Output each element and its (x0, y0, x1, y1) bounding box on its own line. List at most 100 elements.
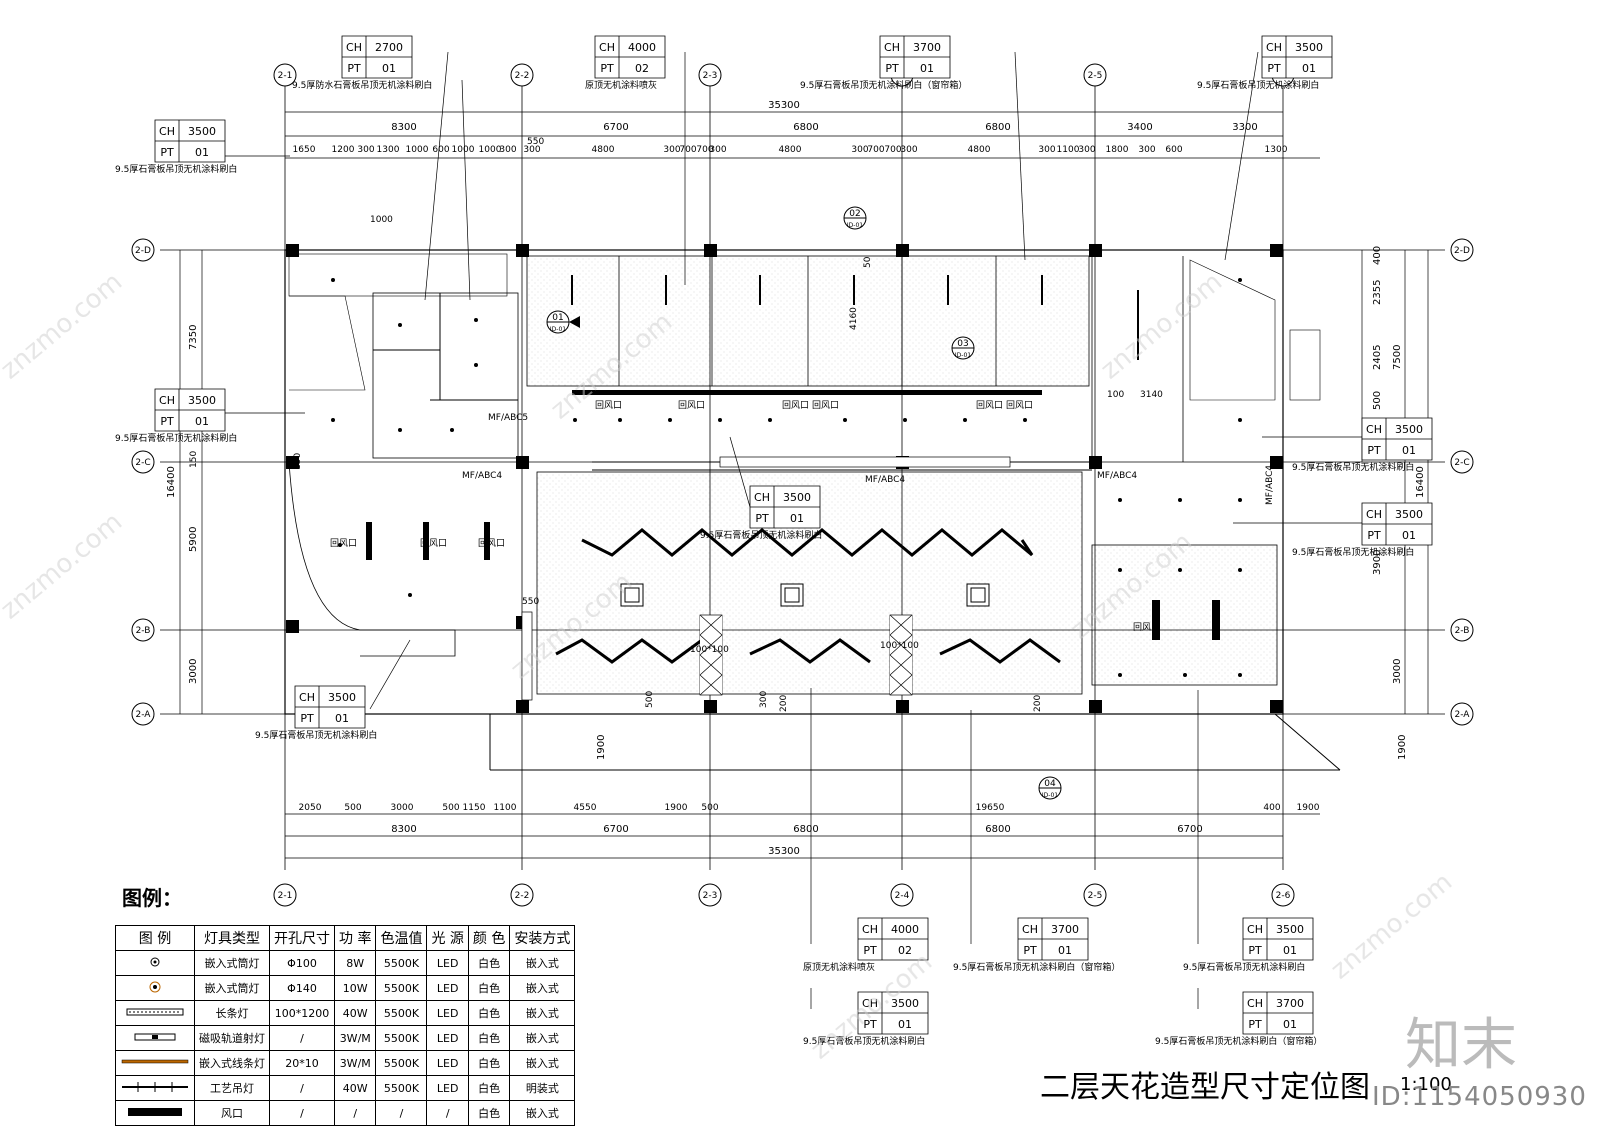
vent-label: 回风口 (1006, 400, 1033, 411)
legend-header-cell: 光 源 (426, 925, 469, 951)
tag-pt-value: 01 (1402, 444, 1416, 457)
legend-cell-temp: 5500K (375, 1075, 428, 1101)
axis-label: 2-6 (1276, 891, 1291, 901)
tag-pt-label: PT (1267, 62, 1281, 75)
dim-detail: 1300 (1265, 145, 1288, 155)
legend-symbol-icon (115, 1050, 195, 1076)
axis-bubbles-bottom: 2-1 2-2 2-3 2-4 2-5 2-6 (273, 883, 1295, 907)
tag-ch-value: 3500 (328, 691, 356, 704)
tag-note: 原顶无机涂料喷灰 (803, 961, 875, 973)
axis-label: 2-D (135, 246, 151, 256)
legend-cell-mount: 嵌入式 (509, 975, 576, 1001)
tag-note: 9.5厚石膏板吊顶无机涂料刷白 (803, 1035, 925, 1047)
legend-header-cell: 开孔尺寸 (269, 925, 335, 951)
axis-label: 2-B (136, 626, 151, 636)
drawing-scale: 1:100 (1400, 1074, 1452, 1095)
axis-label: 2-A (136, 710, 152, 720)
tag-note: 9.5厚石膏板吊顶无机涂料刷白 (700, 529, 822, 541)
tag-pt-value: 01 (382, 62, 396, 75)
section-ref: ID-01 (955, 352, 971, 359)
tag-pt-value: 01 (920, 62, 934, 75)
dim-detail: 1100 (1057, 145, 1080, 155)
dim-side: 500 (1372, 391, 1383, 410)
tag-ch-label: CH (159, 394, 175, 407)
fixtures (331, 275, 1242, 677)
tag-ch-label: CH (862, 997, 878, 1010)
vent-label: 回风口 (330, 538, 357, 549)
tag-ch-value: 3500 (1295, 41, 1323, 54)
mf-label: MF/ABC4 (1097, 471, 1137, 481)
vent-label: 回风口 (976, 400, 1003, 411)
dim-detail: 1200 (332, 145, 355, 155)
tag-ch-value: 3500 (891, 997, 919, 1010)
legend-cell-color: 白色 (467, 975, 511, 1001)
legend-cell-mount: 嵌入式 (509, 1100, 576, 1126)
tag-ch-value: 3500 (1395, 508, 1423, 521)
legend-cell-source: LED (426, 1050, 469, 1076)
dim-extra: 550 (527, 137, 544, 147)
tag-ch-label: CH (1366, 423, 1382, 436)
tag-ch-label: CH (159, 125, 175, 138)
legend-cell-color: 白色 (467, 1100, 511, 1126)
axis-label: 2-1 (278, 71, 293, 81)
dim-bay: 6800 (793, 824, 818, 835)
legend-cell-color: 白色 (467, 950, 511, 976)
section-num: 02 (849, 209, 860, 219)
tag-ch-label: CH (1366, 508, 1382, 521)
legend-cell-mount: 嵌入式 (509, 1025, 576, 1051)
legend-symbol-icon (115, 1000, 195, 1026)
tag-note: 原顶无机涂料喷灰 (585, 79, 657, 91)
axis-label: 2-5 (1088, 891, 1103, 901)
dim-plan: 200 (779, 695, 789, 712)
tag-ch-value: 4000 (891, 923, 919, 936)
tag-pt-value: 01 (195, 146, 209, 159)
section-num: 03 (957, 339, 968, 349)
tag-pt-label: PT (160, 146, 174, 159)
dim-detail: 700 (867, 145, 884, 155)
legend-header-cell: 图 例 (115, 925, 195, 951)
dim-detail: 700 (679, 145, 696, 155)
dim-detail: 1000 (406, 145, 429, 155)
tag-pt-label: PT (863, 1018, 877, 1031)
vent-label: 回风口 (812, 400, 839, 411)
dim-detail: 400 (1263, 803, 1280, 813)
legend-symbol-icon (115, 1025, 195, 1051)
tag-ch-label: CH (1266, 41, 1282, 54)
dim-plan: 4160 (849, 307, 859, 330)
legend-cell-temp: 5500K (375, 1000, 428, 1026)
tag-note: 9.5厚石膏板吊顶无机涂料刷白 (1292, 461, 1414, 473)
legend-cell-power: 10W (333, 975, 377, 1001)
dim-detail: 500 (344, 803, 361, 813)
legend-header: 图 例灯具类型开孔尺寸功 率色温值光 源颜 色安装方式 (115, 925, 576, 951)
legend-cell-power: / (333, 1100, 377, 1126)
tag-ch-label: CH (862, 923, 878, 936)
tag-pt-value: 01 (1402, 529, 1416, 542)
section-num: 04 (1044, 779, 1056, 789)
dim-detail: 700 (884, 145, 901, 155)
legend-cell-temp: 5500K (375, 975, 428, 1001)
tag-note: 9.5厚石膏板吊顶无机涂料刷白 (255, 729, 377, 741)
tag-note: 9.5厚防水石膏板吊顶无机涂料刷白 (292, 79, 432, 91)
dim-bay: 6700 (603, 824, 628, 835)
dim-detail: 600 (432, 145, 449, 155)
dim-detail: 19650 (976, 803, 1005, 813)
vent-label: 回风口 (678, 400, 705, 411)
dim-side: 1900 (596, 735, 607, 760)
legend-cell-type: 工艺吊灯 (194, 1075, 270, 1101)
legend-cell-hole: / (269, 1075, 335, 1101)
dim-side: 3000 (188, 659, 199, 684)
tag-note: 9.5厚石膏板吊顶无机涂料刷白（窗帘箱） (953, 961, 1120, 973)
axis-label: 2-1 (278, 891, 293, 901)
vent-label: 回风口 (478, 538, 505, 549)
dim-bay: 6800 (793, 122, 818, 133)
legend-cell-hole: 100*1200 (269, 1000, 335, 1026)
legend-cell-power: 40W (333, 1075, 377, 1101)
